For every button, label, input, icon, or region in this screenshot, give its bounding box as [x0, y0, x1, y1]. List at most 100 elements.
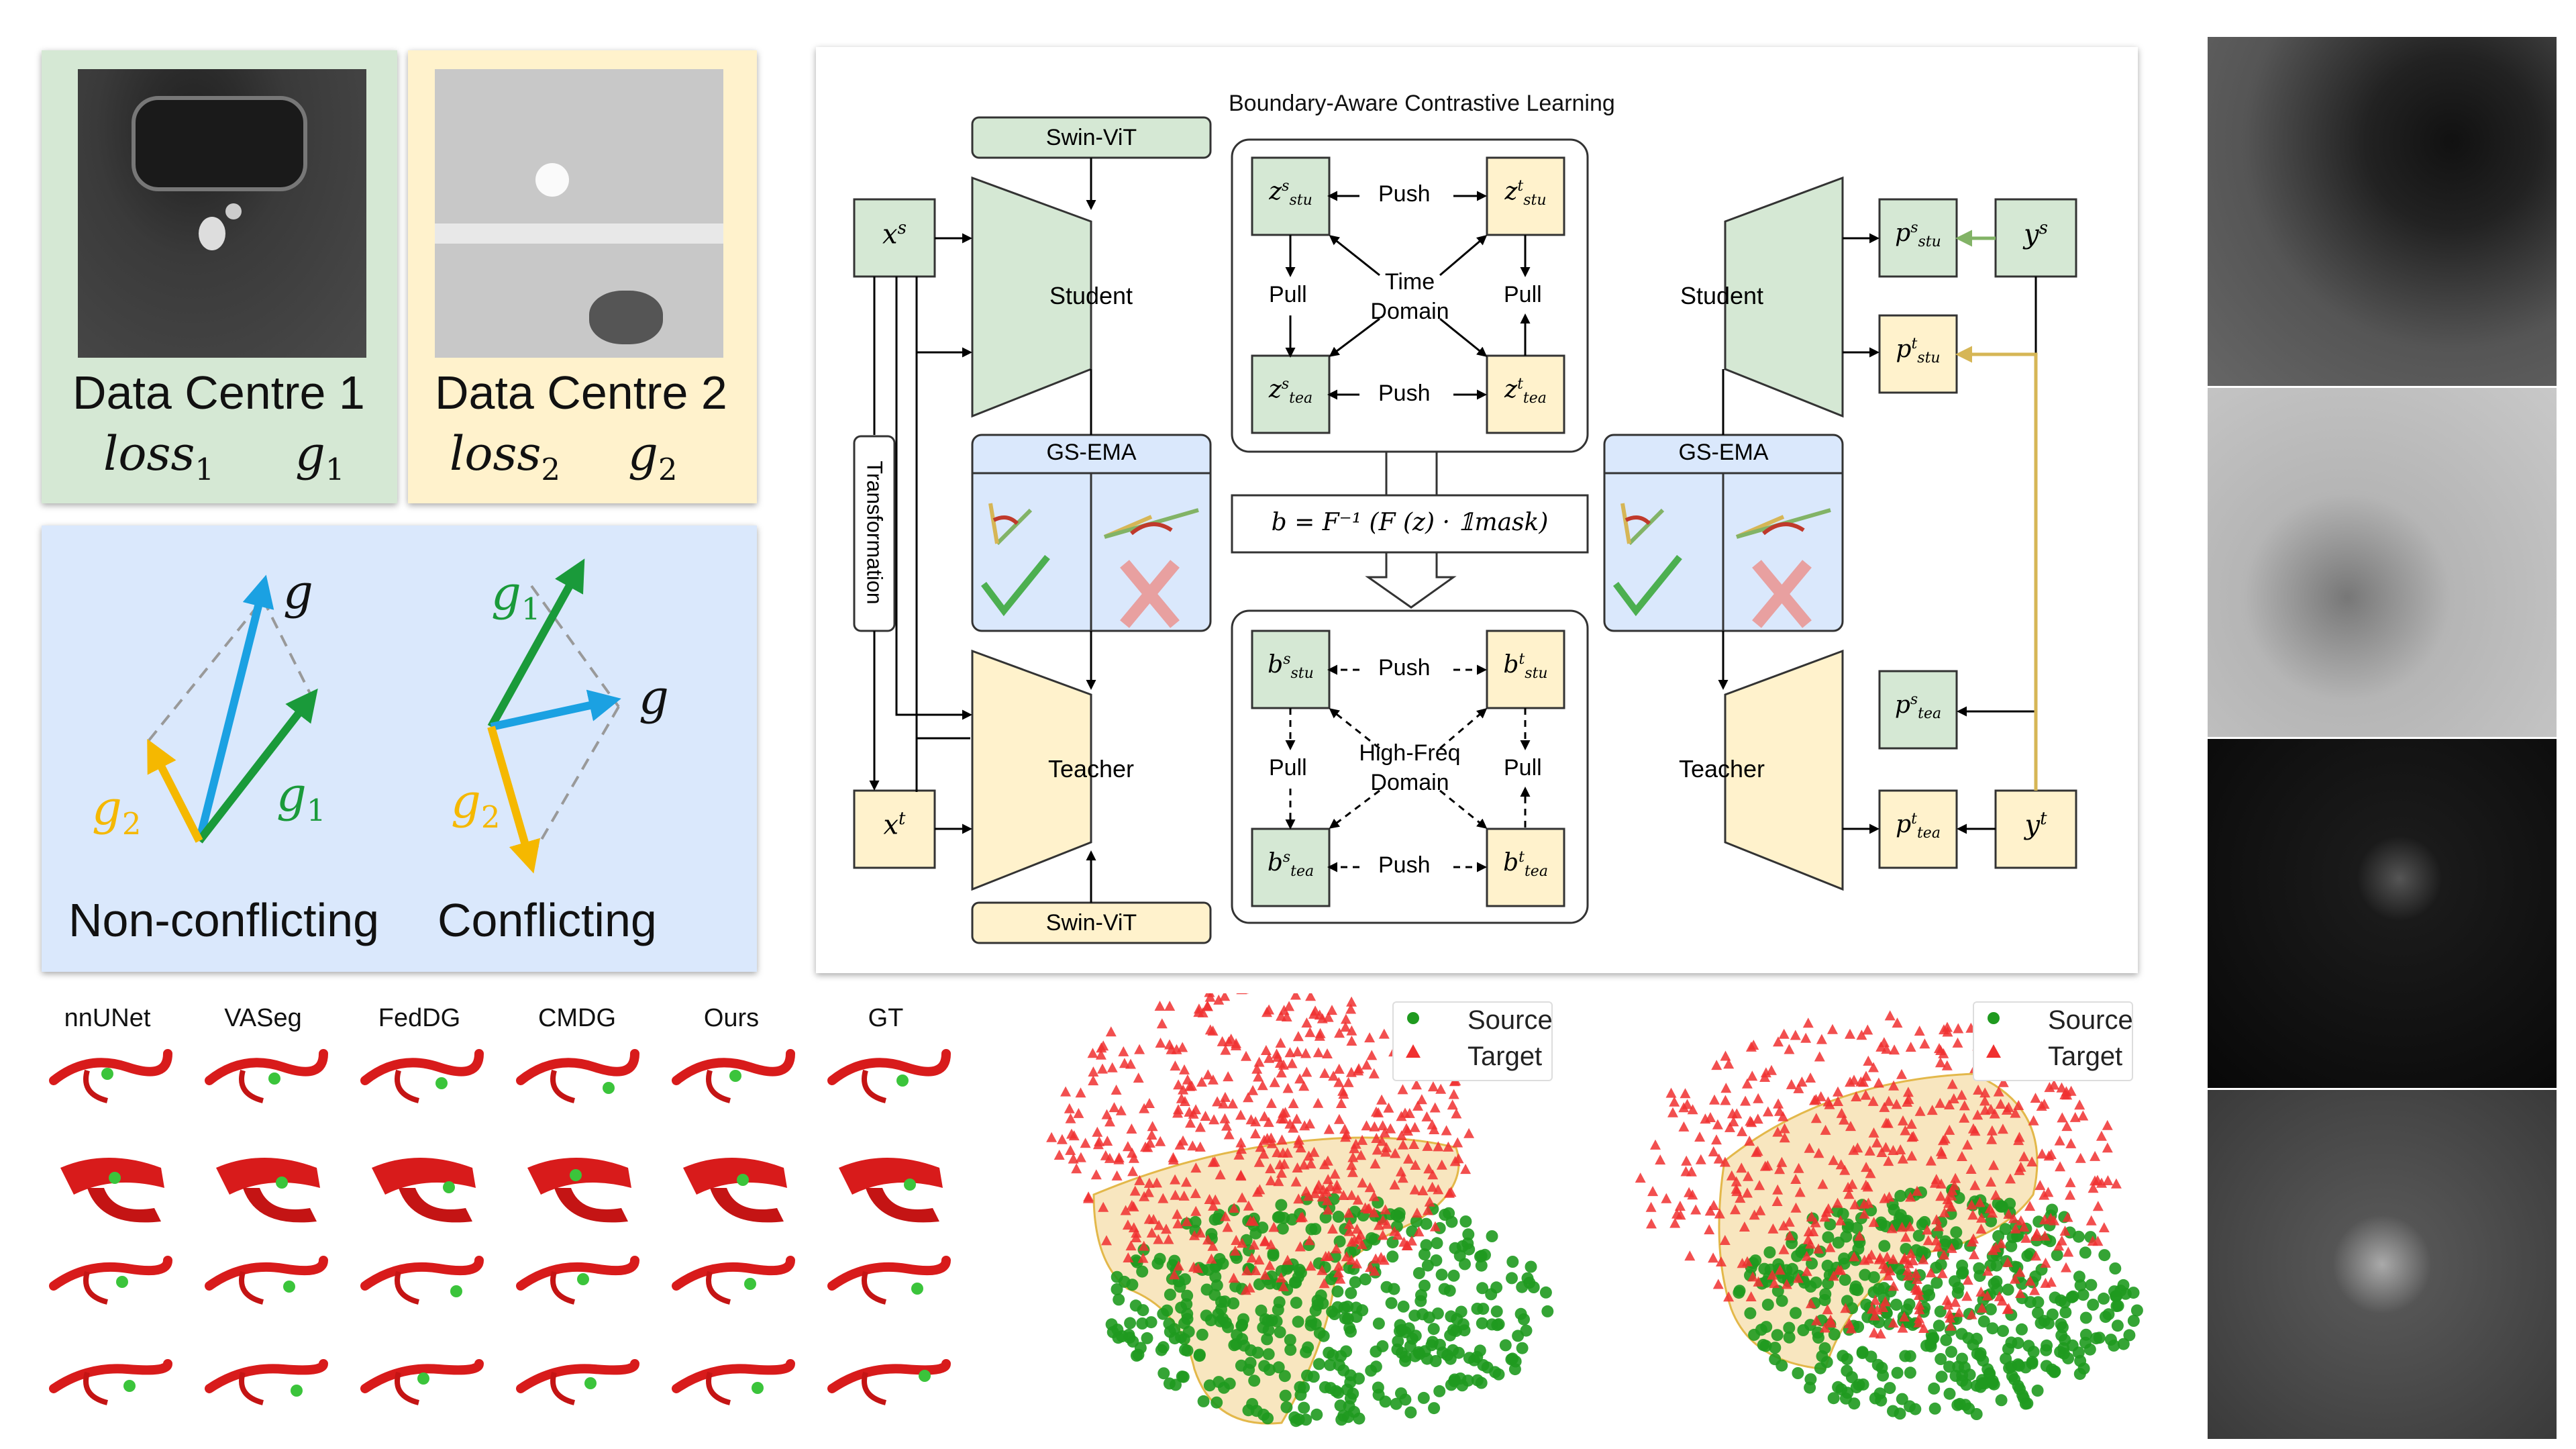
target-point — [2040, 1277, 2051, 1288]
target-point — [1376, 1136, 1388, 1146]
target-point — [1976, 1212, 1987, 1223]
target-point — [1235, 1169, 1247, 1180]
target-point — [1071, 1163, 1082, 1174]
source-point — [1977, 1315, 1990, 1328]
source-point — [1755, 1323, 1767, 1336]
source-point — [1821, 1259, 1834, 1272]
target-point — [1223, 1071, 1234, 1082]
target-point — [1793, 1272, 1804, 1283]
target-point — [1776, 1156, 1788, 1167]
source-point — [1245, 1344, 1257, 1356]
ct-strip-image-1 — [2208, 37, 2557, 386]
target-point — [2010, 1223, 2021, 1234]
target-legend-marker — [1986, 1044, 2001, 1058]
target-point — [1264, 1004, 1275, 1015]
target-point — [1986, 1134, 1998, 1144]
target-point — [1705, 1112, 1716, 1122]
source-point — [1828, 1328, 1841, 1341]
target-point — [1097, 1063, 1108, 1074]
target-point — [1720, 1095, 1731, 1105]
high-freq-domain-label: High-Freq Domain — [1359, 740, 1461, 795]
target-point — [1680, 1088, 1691, 1099]
source-point — [1130, 1349, 1143, 1362]
target-point — [1719, 1156, 1731, 1167]
data-centre-2-label: Data Centre 2 — [435, 366, 727, 419]
target-point — [1905, 1042, 1916, 1052]
swin-vit-top-label: Swin-ViT — [1045, 125, 1137, 150]
target-point — [1427, 1169, 1439, 1180]
target-point — [1259, 1236, 1271, 1246]
target-point — [1826, 1317, 1837, 1328]
error-marker — [570, 1169, 582, 1181]
target-point — [2075, 1152, 2086, 1163]
target-point — [1839, 1164, 1851, 1175]
source-point — [1353, 1412, 1366, 1425]
target-point — [1284, 1118, 1296, 1129]
source-point — [1790, 1307, 1802, 1319]
source-point — [1783, 1321, 1796, 1334]
target-point — [1723, 1058, 1735, 1069]
target-point — [2062, 1211, 2073, 1222]
target-point — [1778, 1244, 1790, 1254]
target-point — [1898, 1115, 1908, 1126]
target-point — [1377, 1120, 1388, 1131]
source-point — [2073, 1368, 2086, 1381]
xs-box — [853, 198, 936, 278]
target-point — [1694, 1132, 1706, 1142]
target-point — [1877, 1302, 1889, 1312]
target-point — [1745, 1041, 1757, 1052]
target-point — [1092, 1126, 1103, 1137]
target-point — [1172, 1218, 1184, 1229]
target-point — [1806, 1211, 1817, 1221]
target-point — [1122, 1141, 1133, 1152]
target-point — [1979, 1095, 1990, 1106]
pull-label-4: Pull — [1504, 755, 1542, 781]
target-point — [1241, 1050, 1251, 1061]
source-point — [1370, 1345, 1382, 1358]
target-point — [1245, 1215, 1256, 1226]
target-point — [1323, 1123, 1335, 1134]
source-point — [1814, 1362, 1826, 1375]
target-point — [1906, 1150, 1918, 1161]
target-point — [2015, 1161, 2026, 1172]
target-point — [1737, 1258, 1748, 1268]
source-point — [2117, 1338, 2130, 1350]
target-point — [1321, 1186, 1333, 1197]
target-point — [1959, 1100, 1970, 1111]
target-point — [1366, 1050, 1378, 1060]
target-point — [1284, 1001, 1295, 1011]
target-point — [1371, 1106, 1382, 1117]
source-point — [1257, 1321, 1270, 1334]
source-point — [2026, 1356, 2039, 1368]
source-point — [1280, 1401, 1293, 1413]
target-point — [2040, 1257, 2051, 1268]
target-point — [1333, 1063, 1345, 1074]
target-point — [1801, 1250, 1812, 1261]
target-point — [1869, 1295, 1881, 1305]
target-point — [1111, 1170, 1123, 1181]
source-point — [2123, 1329, 2136, 1342]
source-point — [1928, 1382, 1941, 1395]
target-point — [1382, 1218, 1392, 1229]
source-point — [1945, 1346, 1957, 1358]
vessel-rendering — [516, 1049, 639, 1103]
target-point — [1888, 1145, 1899, 1155]
pull-label-1: Pull — [1269, 282, 1307, 307]
target-point — [1273, 1176, 1284, 1187]
target-point — [1286, 1058, 1298, 1068]
source-point — [2098, 1292, 2110, 1305]
target-point — [1398, 1139, 1408, 1150]
target-point — [1402, 1126, 1413, 1136]
target-point — [1965, 1164, 1977, 1174]
source-point — [1270, 1315, 1283, 1328]
target-point — [1385, 1123, 1396, 1134]
target-point — [1925, 1155, 1937, 1166]
target-point — [1144, 1098, 1155, 1108]
target-point — [1361, 1059, 1372, 1070]
data-centre-2-panel: Data Centre 2 loss2 g2 — [408, 50, 757, 503]
source-point — [1525, 1260, 1537, 1273]
ct-strip-image-3 — [2208, 739, 2557, 1088]
target-point — [1128, 1152, 1139, 1163]
source-point — [1822, 1231, 1835, 1244]
target-point — [1674, 1201, 1686, 1211]
